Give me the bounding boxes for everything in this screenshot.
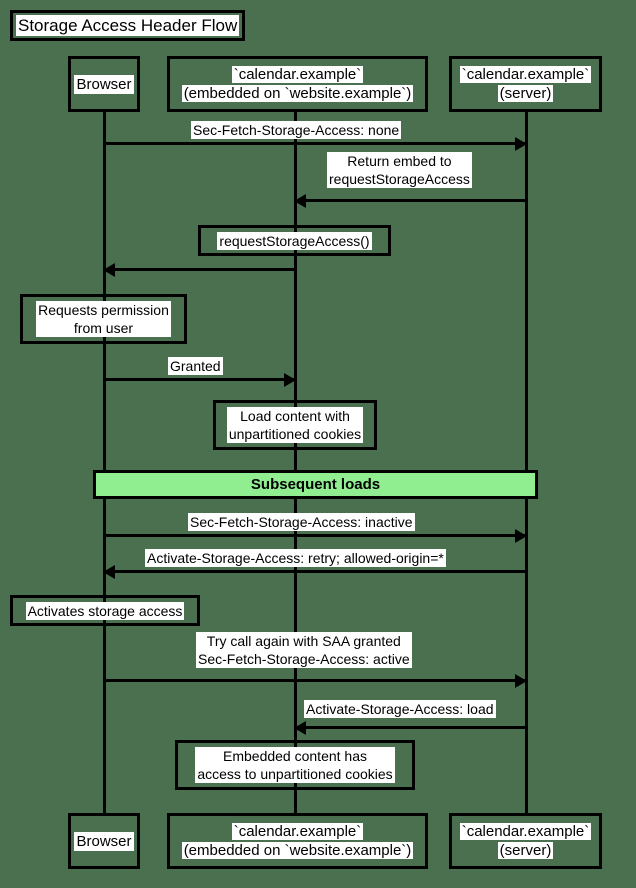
message-line-granted bbox=[104, 378, 296, 381]
arrowhead-return-embed bbox=[294, 193, 306, 208]
message-line-activate-load bbox=[295, 726, 527, 729]
arrowhead-activate-retry bbox=[103, 564, 115, 579]
note-requests-permission-line1: Requests permission bbox=[36, 301, 171, 319]
participant-embed-top-label-line1: `calendar.example` bbox=[231, 66, 364, 83]
arrowhead-granted bbox=[284, 372, 296, 387]
participant-embed-top[interactable]: `calendar.example` (embedded on `website… bbox=[167, 56, 428, 112]
note-requests-permission-line2: from user bbox=[36, 319, 171, 337]
arrowhead-activate-load bbox=[294, 720, 306, 735]
participant-embed-bottom-label-line1: `calendar.example` bbox=[231, 823, 364, 840]
note-activates-storage-access: Activates storage access bbox=[10, 595, 200, 626]
participant-browser-bottom-label: Browser bbox=[74, 831, 134, 851]
message-line-return-embed bbox=[295, 199, 527, 202]
message-line-activate-retry bbox=[104, 570, 528, 573]
participant-server-top-label-line1: `calendar.example` bbox=[459, 66, 592, 83]
arrowhead-embed-to-browser-1 bbox=[103, 262, 115, 277]
message-label-granted: Granted bbox=[168, 357, 223, 375]
participant-server-bottom-label-line2: (server) bbox=[497, 842, 554, 859]
message-label-try-call-again: Try call again with SAA granted Sec-Fetc… bbox=[196, 632, 412, 668]
note-embedded-content-access: Embedded content has access to unpartiti… bbox=[175, 740, 415, 790]
participant-embed-top-label-line2: (embedded on `website.example`) bbox=[181, 85, 414, 102]
note-activates-storage-access-text: Activates storage access bbox=[25, 601, 185, 620]
participant-server-top[interactable]: `calendar.example` (server) bbox=[449, 56, 602, 112]
note-embedded-content-access-line1: Embedded content has bbox=[195, 747, 395, 765]
participant-browser-top-label: Browser bbox=[74, 74, 134, 94]
message-line-try-call-again bbox=[104, 679, 528, 682]
divider-subsequent-loads: Subsequent loads bbox=[93, 470, 538, 499]
participant-server-bottom-label-line1: `calendar.example` bbox=[459, 823, 592, 840]
note-request-storage-access: requestStorageAccess() bbox=[198, 225, 391, 256]
message-label-return-embed-line2: requestStorageAccess bbox=[327, 170, 472, 188]
participant-embed-bottom-label-line2: (embedded on `website.example`) bbox=[181, 842, 414, 859]
lifeline-embed bbox=[294, 112, 297, 814]
message-label-return-embed: Return embed to requestStorageAccess bbox=[327, 152, 472, 188]
diagram-title: Storage Access Header Flow bbox=[10, 10, 246, 41]
note-request-storage-access-text: requestStorageAccess() bbox=[217, 231, 372, 250]
participant-server-top-label-line2: (server) bbox=[497, 85, 554, 102]
message-label-try-call-again-line2: Sec-Fetch-Storage-Access: active bbox=[196, 650, 412, 668]
note-embedded-content-access-line2: access to unpartitioned cookies bbox=[195, 765, 395, 783]
lifeline-server bbox=[525, 112, 528, 814]
note-load-content-line1: Load content with bbox=[226, 407, 364, 425]
message-label-return-embed-line1: Return embed to bbox=[327, 152, 472, 170]
message-line-sec-fetch-inactive bbox=[104, 534, 528, 537]
participant-embed-bottom[interactable]: `calendar.example` (embedded on `website… bbox=[167, 813, 428, 869]
message-label-activate-retry: Activate-Storage-Access: retry; allowed-… bbox=[145, 549, 446, 567]
participant-server-bottom[interactable]: `calendar.example` (server) bbox=[449, 813, 602, 869]
arrowhead-try-call-again bbox=[515, 673, 527, 688]
participant-browser-top[interactable]: Browser bbox=[68, 56, 140, 112]
participant-browser-bottom[interactable]: Browser bbox=[68, 813, 140, 869]
arrowhead-sec-fetch-inactive bbox=[515, 528, 527, 543]
divider-subsequent-loads-label: Subsequent loads bbox=[250, 476, 381, 493]
message-label-try-call-again-line1: Try call again with SAA granted bbox=[196, 632, 412, 650]
diagram-title-text: Storage Access Header Flow bbox=[16, 15, 240, 36]
lifeline-browser bbox=[103, 112, 106, 814]
message-line-embed-to-browser-1 bbox=[104, 268, 296, 271]
note-load-content-line2: unpartitioned cookies bbox=[226, 425, 364, 443]
note-requests-permission: Requests permission from user bbox=[20, 294, 187, 344]
message-label-activate-load: Activate-Storage-Access: load bbox=[304, 700, 496, 718]
message-label-sec-fetch-none: Sec-Fetch-Storage-Access: none bbox=[191, 121, 402, 139]
note-load-content: Load content with unpartitioned cookies bbox=[213, 400, 377, 450]
arrowhead-sec-fetch-none bbox=[515, 136, 527, 151]
message-line-sec-fetch-none bbox=[104, 142, 528, 145]
message-label-sec-fetch-inactive: Sec-Fetch-Storage-Access: inactive bbox=[188, 513, 415, 531]
